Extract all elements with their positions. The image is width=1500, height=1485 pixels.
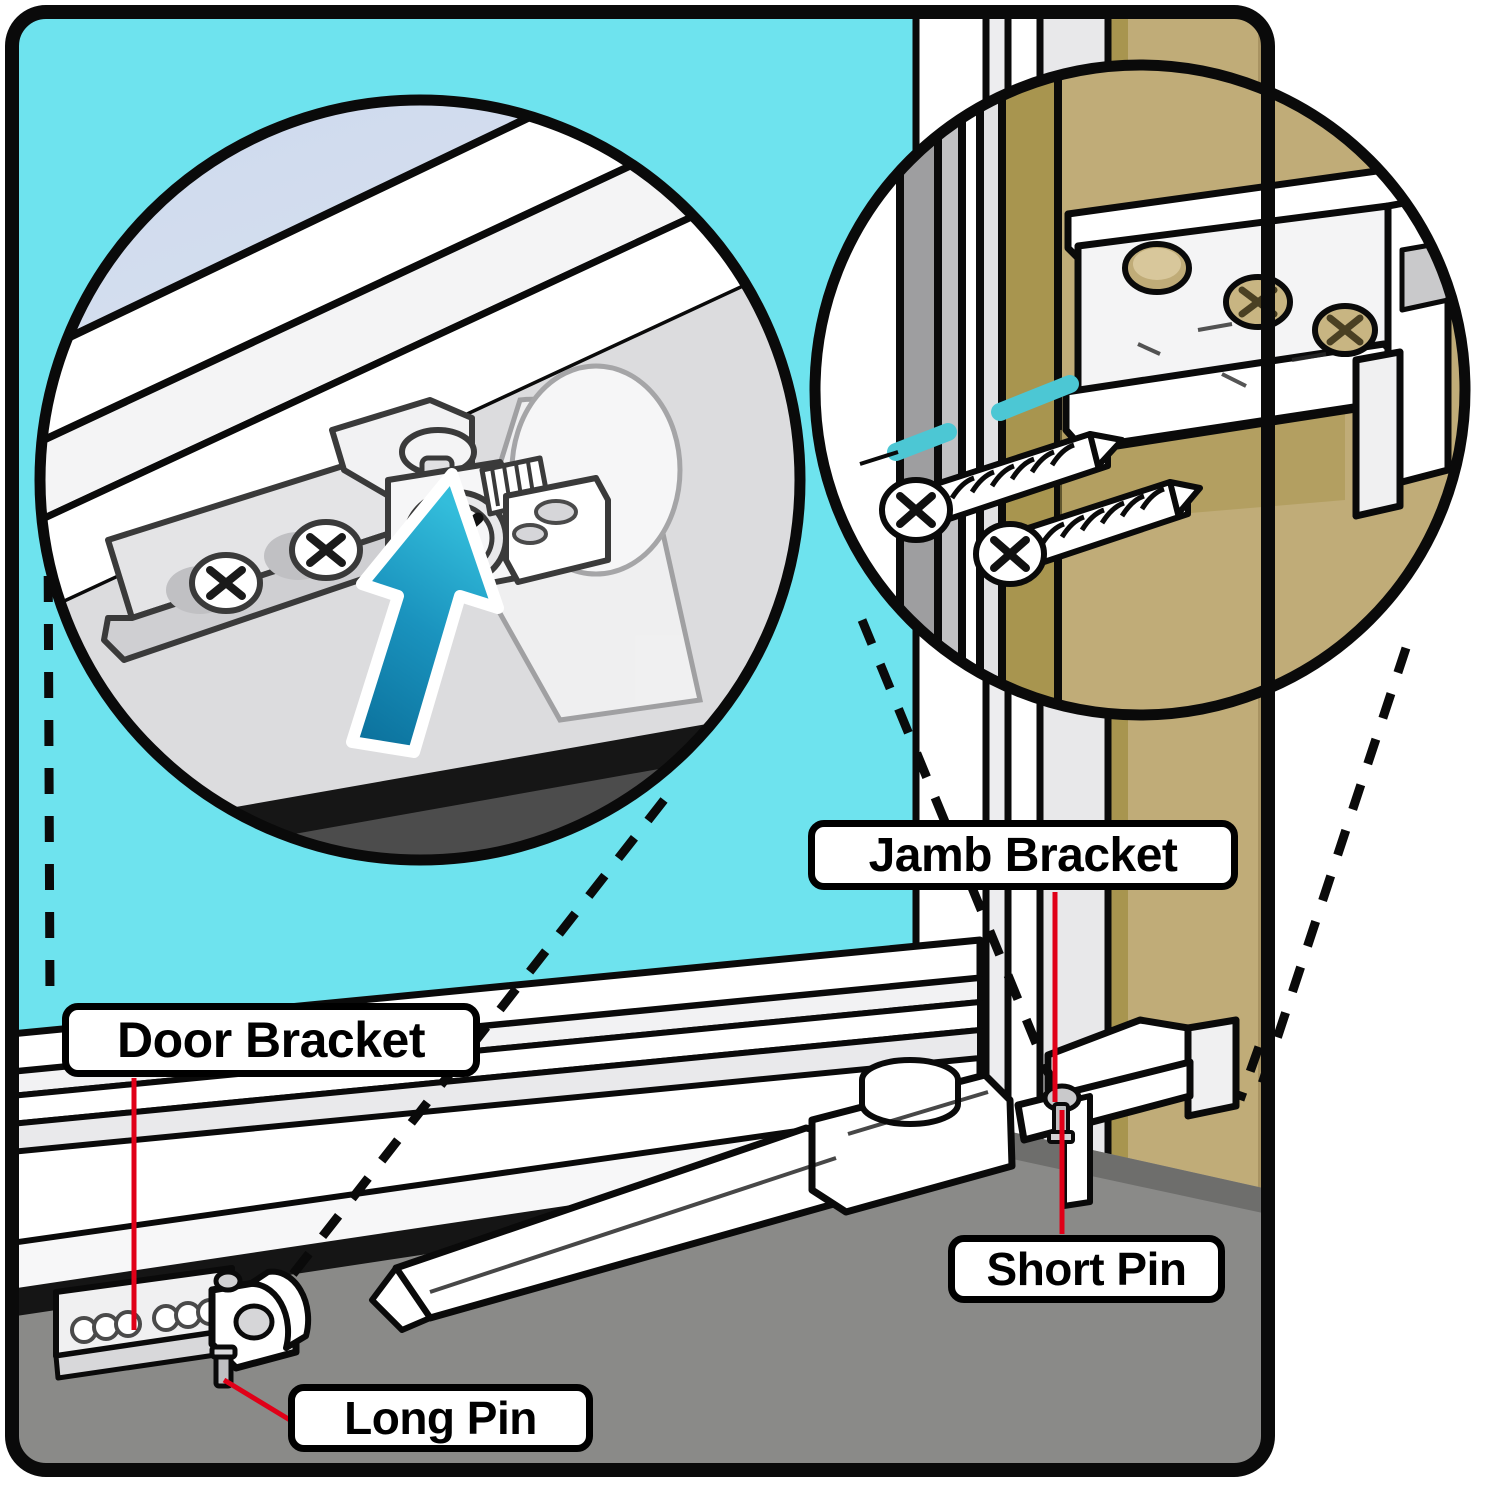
blue-arrow-pointer (346, 468, 504, 758)
leader-door-bracket-left (43, 527, 55, 1003)
wood-screw (879, 431, 1125, 543)
callout-door-bracket: Door Bracket (62, 1003, 480, 1077)
callout-long-pin-text: Long Pin (344, 1392, 537, 1444)
phillips-screw (1312, 303, 1378, 357)
teal-alignment-mark (887, 375, 1079, 461)
callout-short-pin-text: Short Pin (986, 1243, 1187, 1295)
leader-lines-dashed-outer (1257, 646, 1411, 1086)
panel-border (5, 5, 1275, 1477)
jamb-bracket-detail-circle (809, 59, 1471, 721)
leader-lines-red (131, 892, 1065, 1423)
callout-short-pin: Short Pin (948, 1235, 1225, 1303)
callout-door-bracket-text: Door Bracket (117, 1012, 426, 1068)
long-pin-main (209, 1344, 238, 1389)
jamb-bracket-plate (1062, 166, 1452, 520)
door-bracket-main (53, 1265, 312, 1381)
phillips-screw (189, 552, 263, 614)
phillips-screw (289, 519, 363, 581)
door-closer-cylinder (369, 1057, 1016, 1333)
phillips-screw (1223, 274, 1293, 330)
callout-jamb-bracket-text: Jamb Bracket (868, 828, 1178, 882)
leader-jamb-detail-tail (1257, 646, 1411, 1086)
callout-long-pin: Long Pin (288, 1384, 593, 1452)
callout-jamb-bracket: Jamb Bracket (808, 820, 1238, 890)
wood-screw (973, 479, 1203, 587)
red-leader-long-pin (222, 1377, 292, 1423)
mounting-hole (1122, 241, 1192, 295)
